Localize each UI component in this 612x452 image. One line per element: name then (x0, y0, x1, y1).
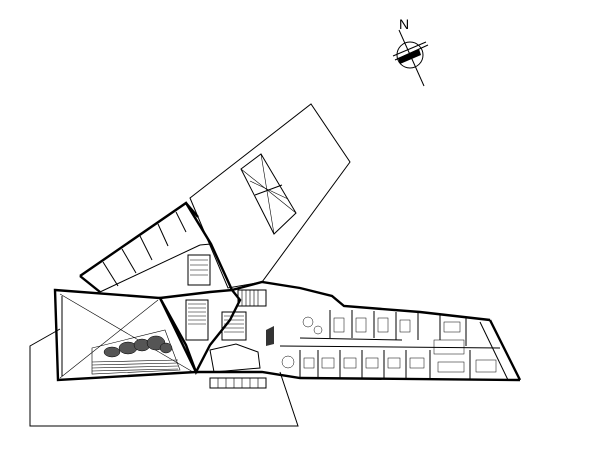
compass-circle (396, 41, 424, 69)
upper-wing-outline (189, 103, 351, 289)
central-core (158, 254, 274, 375)
landscape-feature (103, 335, 173, 358)
east-wing (196, 280, 522, 382)
northwest-wing (79, 201, 234, 293)
north-label: N (399, 16, 409, 32)
entrance-canopy (209, 377, 267, 389)
site-boundary (29, 328, 299, 427)
north-arrow: N (392, 16, 429, 87)
seating-rows (91, 359, 179, 372)
braced-structure (240, 153, 297, 235)
